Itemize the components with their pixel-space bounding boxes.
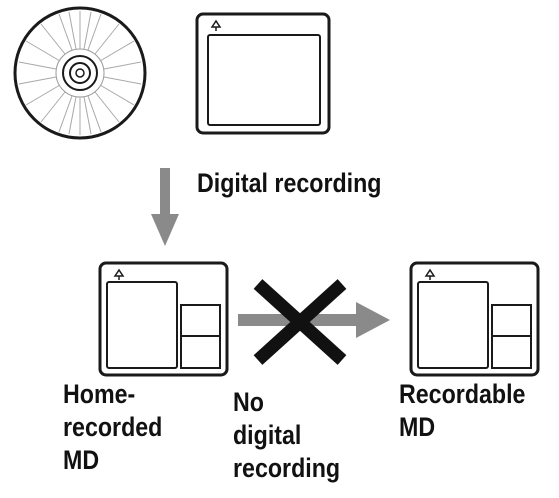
digital-recording-label: Digital recording <box>197 168 382 198</box>
no-digital-line-2: digital <box>233 420 302 450</box>
recordable-minidisc-icon <box>409 261 540 377</box>
home-recorded-line-3: MD <box>63 445 100 475</box>
home-recorded-line-1: Home- <box>63 379 136 409</box>
prohibited-cross-icon <box>253 279 347 365</box>
recordable-line-1: Recordable <box>399 379 526 409</box>
no-digital-line-1: No <box>233 387 264 417</box>
minidisc-cartridge-icon <box>195 12 331 135</box>
home-recorded-line-2: recorded <box>63 412 163 442</box>
no-digital-line-3: recording <box>233 453 341 483</box>
home-recorded-minidisc-icon <box>98 261 229 377</box>
compact-disc-icon <box>13 6 147 140</box>
down-arrow-icon <box>151 168 179 246</box>
recordable-line-2: MD <box>399 412 436 442</box>
